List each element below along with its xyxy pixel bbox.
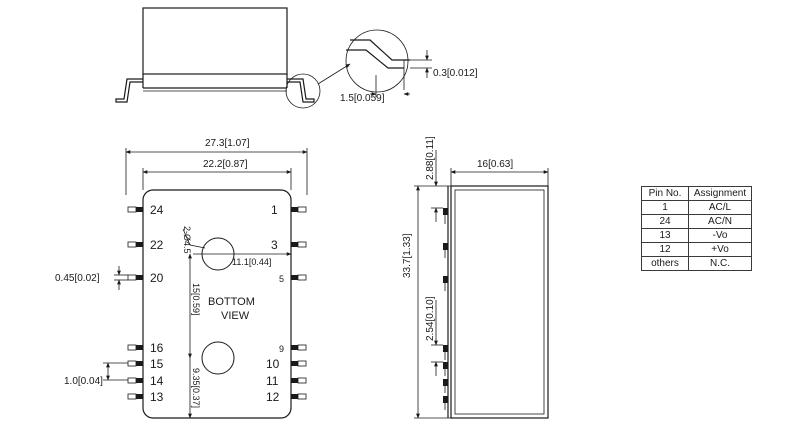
hole-spacing-dim: 15[0.59] bbox=[191, 283, 201, 316]
pin-label-24: 24 bbox=[150, 203, 164, 217]
hole-dia-dim: 2-Ø4.5 bbox=[182, 226, 192, 254]
pin-label-5: 5 bbox=[279, 274, 284, 284]
pin-label-14: 14 bbox=[150, 374, 164, 388]
side-view-body bbox=[450, 185, 549, 419]
pin-label-20: 20 bbox=[150, 271, 164, 285]
pin-width-dim: 0.45[0.02] bbox=[55, 273, 100, 284]
overall-width-dim: 27.3[1.07] bbox=[205, 138, 250, 149]
pin-label-12: 12 bbox=[266, 390, 280, 404]
left-pins bbox=[127, 206, 143, 400]
pin-cell: 1 bbox=[641, 200, 689, 215]
hole-offset-dim: 11.1[0.44] bbox=[232, 257, 271, 267]
assignment-cell: -Vo bbox=[688, 228, 752, 243]
body-width-dim: 22.2[0.87] bbox=[203, 159, 248, 170]
header-assignment: Assignment bbox=[688, 186, 752, 201]
pin-label-10: 10 bbox=[266, 357, 280, 371]
assignment-cell: AC/N bbox=[688, 214, 752, 229]
right-pins bbox=[291, 206, 307, 400]
pin-label-9: 9 bbox=[279, 344, 284, 354]
assignment-cell: N.C. bbox=[688, 256, 752, 271]
bottom-view-body bbox=[142, 189, 292, 419]
table-row: 12 +Vo bbox=[641, 242, 752, 257]
table-row: 13 -Vo bbox=[641, 228, 752, 243]
assignment-cell: AC/L bbox=[688, 200, 752, 215]
bottom-label-2: VIEW bbox=[221, 310, 250, 322]
pin-cell: 13 bbox=[641, 228, 689, 243]
pin-label-16: 16 bbox=[150, 341, 164, 355]
bottom-label-1: BOTTOM bbox=[208, 296, 255, 308]
pin-label-1: 1 bbox=[271, 203, 278, 217]
hole-bottom-dim: 9.35[0.37] bbox=[191, 368, 201, 408]
table-row: 1 AC/L bbox=[641, 200, 752, 215]
depth-dim: 16[0.63] bbox=[477, 159, 513, 170]
top-offset-dim: 2.88[0.11] bbox=[425, 136, 436, 180]
side-view: 16[0.63] 33.7[1.33] 2.88[0.11] 2.5 bbox=[402, 136, 549, 419]
pin-cell: 12 bbox=[641, 242, 689, 257]
side-pins bbox=[443, 208, 448, 410]
assignment-cell: +Vo bbox=[688, 242, 752, 257]
pitch-dim: 2.54[0.10] bbox=[425, 296, 436, 341]
pin-label-11: 11 bbox=[266, 374, 279, 388]
pin-label-13: 13 bbox=[150, 390, 164, 404]
lead-detail: 0.3[0.012] 1.5[0.059] bbox=[340, 29, 478, 104]
pin-pitch-dim: 1.0[0.04] bbox=[64, 376, 103, 387]
pin-assignment-table: Pin No. Assignment 1 AC/L 24 AC/N 13 -Vo… bbox=[641, 186, 752, 271]
front-view bbox=[115, 7, 321, 109]
pin-label-15: 15 bbox=[150, 357, 164, 371]
left-lead bbox=[115, 78, 143, 103]
mounting-hole-bottom bbox=[201, 341, 235, 375]
detail-circle bbox=[285, 73, 321, 109]
detail-zoom-circle bbox=[345, 29, 409, 93]
lead-length-dim: 1.5[0.059] bbox=[340, 93, 385, 104]
lead-height-dim: 0.3[0.012] bbox=[433, 68, 478, 79]
height-dim: 33.7[1.33] bbox=[402, 233, 413, 278]
table-row: 24 AC/N bbox=[641, 214, 752, 229]
header-pin-no: Pin No. bbox=[641, 186, 689, 201]
pin-label-3: 3 bbox=[271, 238, 278, 252]
table-header-row: Pin No. Assignment bbox=[641, 186, 752, 201]
pin-cell: 24 bbox=[641, 214, 689, 229]
right-lead bbox=[287, 78, 315, 103]
pin-label-22: 22 bbox=[150, 238, 164, 252]
table-row: others N.C. bbox=[641, 256, 752, 271]
bottom-view: 27.3[1.07] 22.2[0.87] 2-Ø4.5 11.1[0.44] … bbox=[55, 138, 308, 419]
front-view-body bbox=[142, 7, 288, 75]
pin-cell: others bbox=[641, 256, 689, 271]
